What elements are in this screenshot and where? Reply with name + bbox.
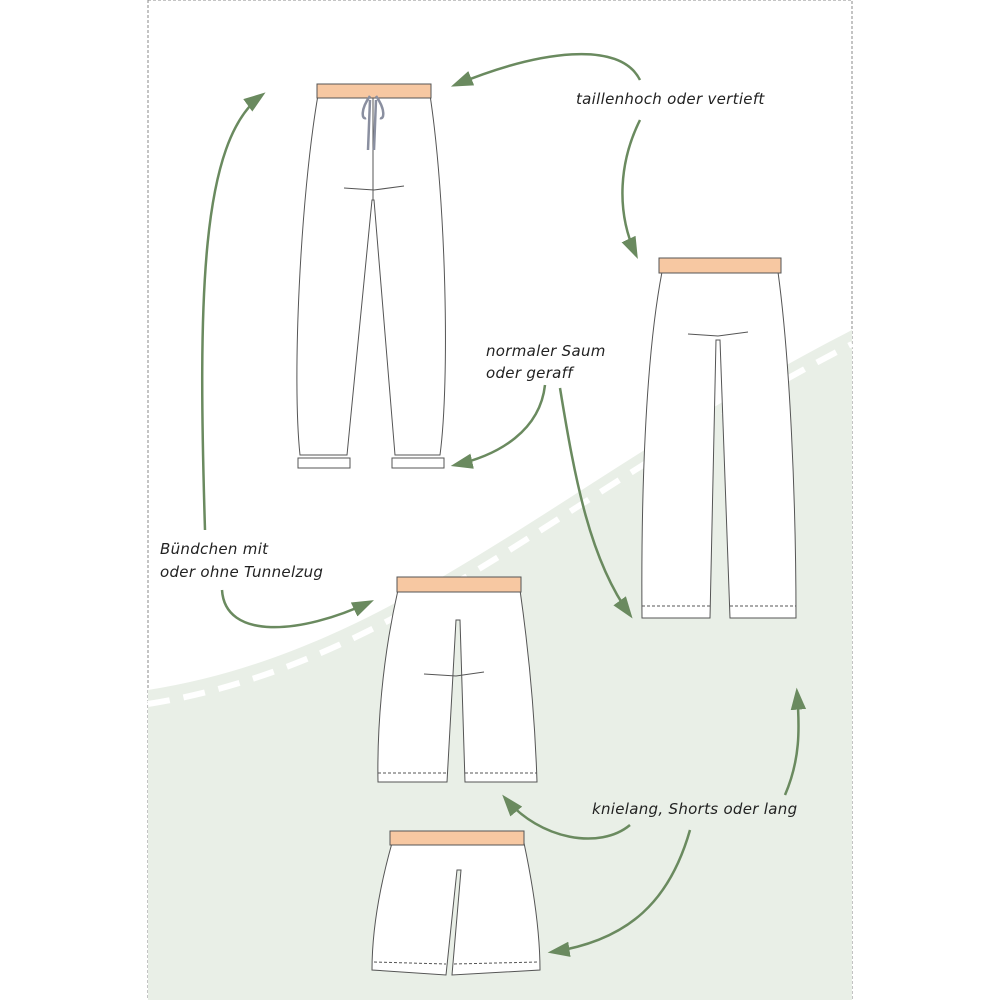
- arrows: [200, 52, 807, 957]
- knee-length-pants: [377, 576, 538, 783]
- label-hem-line1: normaler Saum: [486, 342, 606, 360]
- arrow-length-to-knee: [502, 794, 631, 840]
- waistband: [658, 257, 782, 274]
- label-cuff-line2: oder ohne Tunnelzug: [160, 563, 324, 581]
- label-length: knielang, Shorts oder lang: [592, 800, 798, 818]
- arrow-hem-to-jogger: [450, 384, 547, 469]
- label-waist: taillenhoch oder vertieft: [576, 90, 765, 108]
- label-cuff-line1: Bündchen mit: [160, 540, 269, 558]
- label-hem-line2: oder geraff: [486, 364, 573, 382]
- shorts: [371, 830, 541, 976]
- cuff-left: [297, 457, 351, 469]
- arrow-length-to-long: [783, 687, 807, 796]
- arrow-length-to-shorts: [547, 829, 692, 957]
- arrow-waist-to-jogger: [450, 52, 642, 87]
- waistband: [396, 576, 522, 593]
- waistband: [389, 830, 525, 846]
- drawstring: [361, 95, 385, 151]
- arrow-cuff-to-jogger: [200, 92, 266, 531]
- waistband: [316, 83, 432, 99]
- arrow-hem-to-long: [558, 387, 633, 619]
- jogger-pants: [296, 83, 446, 469]
- arrow-waist-to-long: [621, 119, 642, 259]
- long-pants: [641, 257, 797, 619]
- cuff-right: [391, 457, 445, 469]
- arrow-cuff-to-knee: [220, 589, 374, 629]
